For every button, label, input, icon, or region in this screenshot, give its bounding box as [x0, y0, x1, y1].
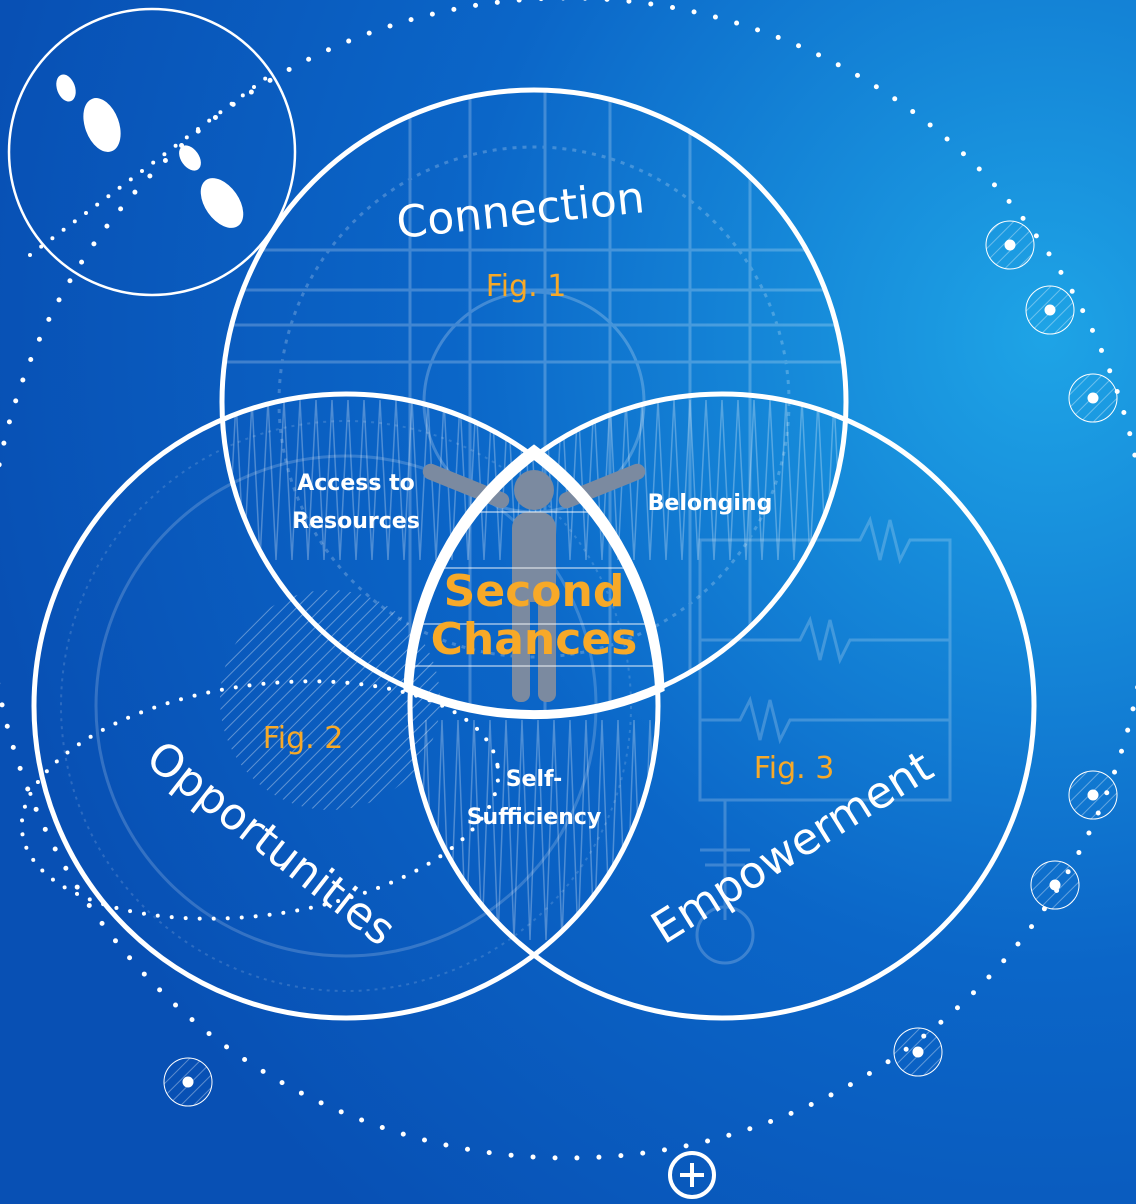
- overlap-access-line1: Access to: [297, 471, 415, 496]
- footprints-icon: [7, 7, 297, 297]
- plus-circle-icon: [668, 1151, 716, 1199]
- overlap-belonging: Belonging: [648, 491, 773, 516]
- overlap-self-line2: Sufficiency: [467, 805, 602, 830]
- inner-dotted-arc: [19, 679, 501, 921]
- fig-3-label: Fig. 3: [754, 751, 835, 786]
- overlap-self-line1: Self-: [506, 767, 563, 792]
- fig-2-label: Fig. 2: [263, 721, 344, 756]
- circle-opportunities: [31, 391, 661, 1021]
- fig-1-label: Fig. 1: [486, 269, 567, 304]
- center-label-line2: Chances: [431, 614, 638, 665]
- target-dot-icon: [163, 220, 1118, 1107]
- circle-empowerment: [407, 391, 1037, 1021]
- overlap-access-line2: Resources: [292, 509, 420, 534]
- center-region-outline: [403, 444, 665, 720]
- center-stripes: [408, 511, 660, 667]
- resistor-circuit-icon: [695, 515, 952, 965]
- center-label-line1: Second: [444, 566, 625, 617]
